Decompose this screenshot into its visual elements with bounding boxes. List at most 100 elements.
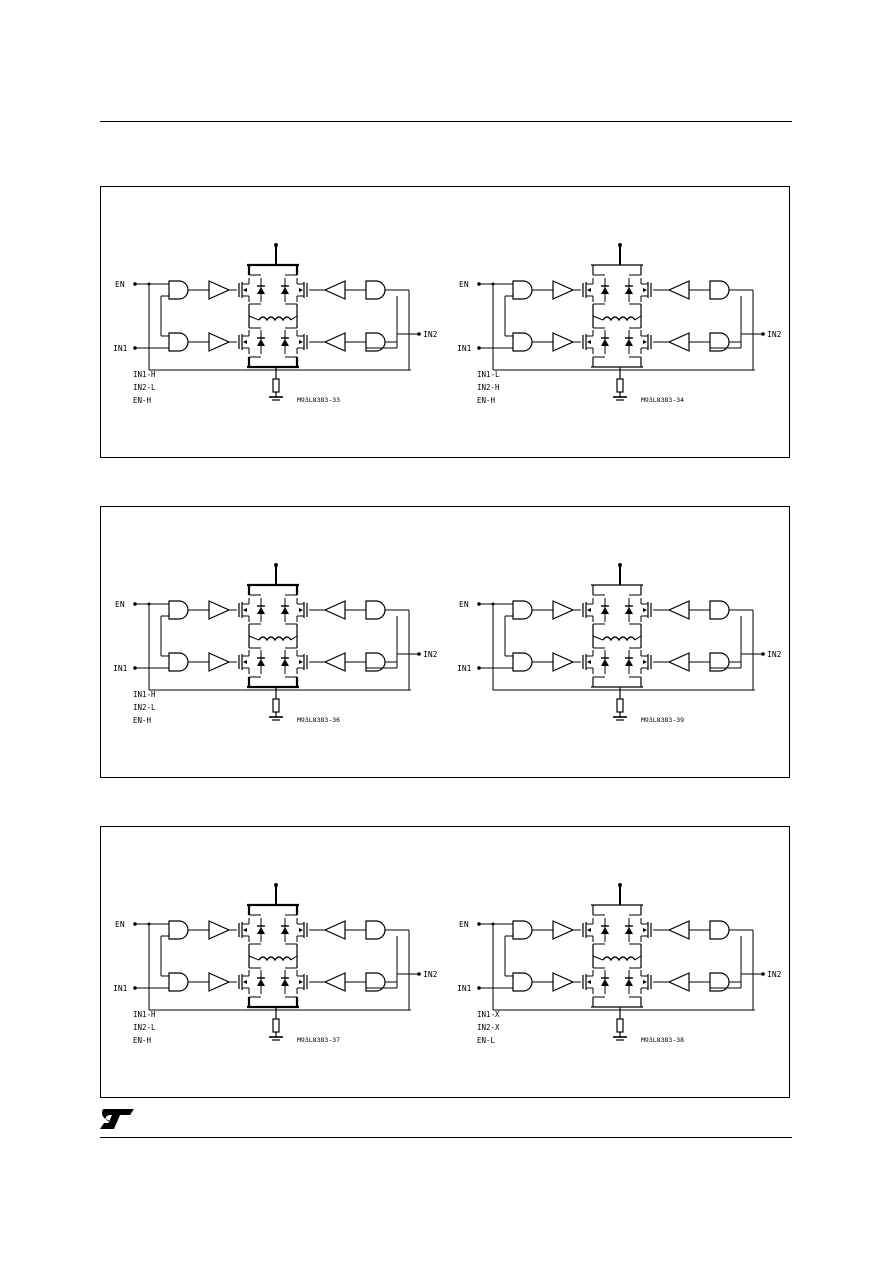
and-gate-icon [168, 920, 189, 940]
mosfet-icon [582, 598, 594, 622]
en-label: EN [115, 280, 125, 289]
state-label: EN-H [133, 1036, 152, 1045]
and-gate-icon [168, 332, 189, 352]
and-gate-icon [365, 920, 386, 940]
sense-resistor-icon [272, 698, 280, 713]
buffer-icon [667, 920, 690, 940]
mosfet-icon [582, 970, 594, 994]
diode-icon [601, 970, 609, 994]
and-gate-icon [365, 972, 386, 992]
diode-icon [625, 650, 633, 674]
mosfet-icon [640, 918, 652, 942]
and-gate-icon [168, 600, 189, 620]
buffer-icon [323, 600, 346, 620]
mosfet-icon [238, 330, 250, 354]
state-label: EN-H [477, 396, 496, 405]
state-label: EN-L [477, 1036, 496, 1045]
and-gate-icon [168, 652, 189, 672]
and-gate-icon [709, 600, 730, 620]
in1-label: IN1 [457, 984, 472, 993]
and-gate-icon [512, 920, 533, 940]
sense-resistor-icon [616, 378, 624, 393]
en-label: EN [459, 600, 469, 609]
in2-label: IN2 [423, 970, 438, 979]
and-gate-icon [512, 600, 533, 620]
mosfet-icon [296, 918, 308, 942]
buffer-icon [208, 280, 231, 300]
mosfet-icon [238, 970, 250, 994]
and-gate-icon [512, 972, 533, 992]
ground-icon [613, 396, 627, 401]
in1-label: IN1 [113, 664, 128, 673]
and-gate-icon [365, 652, 386, 672]
state-label: IN1-H [133, 370, 156, 379]
sense-resistor-icon [616, 1018, 624, 1033]
buffer-icon [323, 920, 346, 940]
in1-label: IN1 [457, 344, 472, 353]
sense-resistor-icon [272, 1018, 280, 1033]
diode-icon [625, 278, 633, 302]
mosfet-icon [640, 970, 652, 994]
st-logo-icon [100, 1107, 136, 1135]
diode-icon [281, 278, 289, 302]
buffer-icon [208, 652, 231, 672]
buffer-icon [323, 332, 346, 352]
diode-icon [281, 598, 289, 622]
diode-icon [601, 278, 609, 302]
figure-ref-code: M93L8383-39 [641, 716, 684, 724]
mosfet-icon [582, 330, 594, 354]
and-gate-icon [365, 280, 386, 300]
motor-load-icon [602, 636, 636, 642]
mosfet-icon [238, 598, 250, 622]
state-label: IN1-H [133, 690, 156, 699]
and-gate-icon [365, 600, 386, 620]
buffer-icon [323, 280, 346, 300]
diode-icon [257, 970, 265, 994]
sense-resistor-icon [272, 378, 280, 393]
and-gate-icon [709, 280, 730, 300]
figure-ref-code: M93L8383-33 [297, 396, 340, 404]
in2-label: IN2 [423, 330, 438, 339]
diode-icon [601, 330, 609, 354]
diode-icon [601, 650, 609, 674]
diode-icon [625, 598, 633, 622]
and-gate-icon [512, 332, 533, 352]
and-gate-icon [709, 972, 730, 992]
in2-label: IN2 [767, 330, 782, 339]
and-gate-icon [709, 332, 730, 352]
ground-icon [613, 1036, 627, 1041]
figure-ref-code: M93L8383-34 [641, 396, 684, 404]
and-gate-icon [168, 972, 189, 992]
motor-load-icon [602, 956, 636, 962]
ground-icon [613, 716, 627, 721]
in1-label: IN1 [113, 984, 128, 993]
and-gate-icon [709, 920, 730, 940]
diode-icon [257, 598, 265, 622]
mosfet-icon [296, 330, 308, 354]
ground-icon [269, 396, 283, 401]
mosfet-icon [238, 650, 250, 674]
in1-label: IN1 [113, 344, 128, 353]
in2-label: IN2 [767, 970, 782, 979]
buffer-icon [208, 332, 231, 352]
figure-ref-code: M93L8383-36 [297, 716, 340, 724]
buffer-icon [208, 600, 231, 620]
and-gate-icon [512, 652, 533, 672]
state-label: IN1-L [477, 370, 500, 379]
diode-icon [257, 330, 265, 354]
in2-label: IN2 [423, 650, 438, 659]
en-label: EN [459, 280, 469, 289]
ground-icon [269, 716, 283, 721]
state-label: EN-H [133, 716, 152, 725]
mosfet-icon [582, 650, 594, 674]
sense-resistor-icon [616, 698, 624, 713]
diode-icon [257, 278, 265, 302]
diode-icon [625, 970, 633, 994]
